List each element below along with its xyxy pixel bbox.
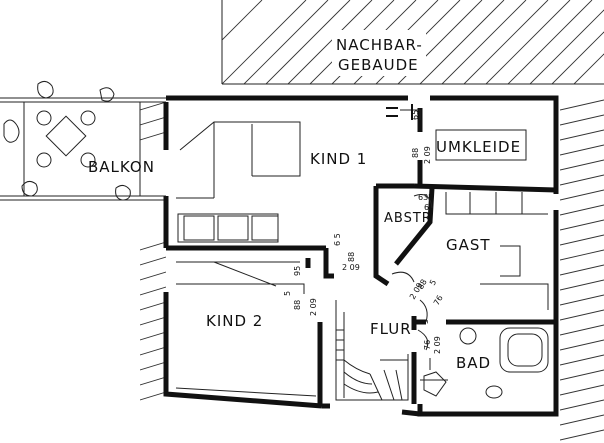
label-balkon: BALKON xyxy=(88,158,155,176)
label-flur: FLUR xyxy=(370,320,412,338)
dim-top-65: 65 xyxy=(411,110,420,120)
left-exterior-hatch xyxy=(140,101,166,401)
dim-k2-88: 88 xyxy=(347,252,356,262)
dim-k2-209b: 2 09 xyxy=(309,298,318,316)
dim-abs-5: 5 xyxy=(428,193,433,202)
dim-b-209: 2 09 xyxy=(433,336,442,354)
label-umkleide: UMKLEIDE xyxy=(436,138,521,156)
dim-top-88: 88 xyxy=(411,148,420,158)
dim-k2-5: 5 xyxy=(283,291,292,296)
room-labels: NACHBAR- GEBAUDE BALKON KIND 1 UMKLEIDE … xyxy=(88,36,521,372)
label-abstr: ABSTR xyxy=(384,211,432,226)
fixtures xyxy=(175,104,549,401)
dim-k2-65: 6 5 xyxy=(333,233,342,246)
dim-top-209: 2 09 xyxy=(423,146,432,164)
label-nachbar-1: NACHBAR- xyxy=(336,36,423,54)
dim-k2-88b: 88 xyxy=(293,300,302,310)
right-exterior-hatch xyxy=(560,99,604,441)
neighbour-building-hatch xyxy=(221,0,604,85)
balcony xyxy=(0,80,166,201)
dim-g-88: 88 xyxy=(416,278,429,291)
label-kind2: KIND 2 xyxy=(206,312,263,330)
label-nachbar-2: GEBAUDE xyxy=(338,56,419,74)
dim-abs-63: 63 xyxy=(418,193,428,202)
dim-abs-6: 6 xyxy=(424,203,429,212)
dim-g-5: 5 xyxy=(428,278,438,287)
dim-k2-209: 2 09 xyxy=(342,263,360,272)
dim-b-5: 5 xyxy=(421,319,430,324)
label-bad: BAD xyxy=(456,354,491,372)
dim-b-76: 76 xyxy=(423,340,432,350)
dim-g-76: 76 xyxy=(432,294,445,307)
dim-k2-95: 95 xyxy=(293,266,302,276)
exterior-walls xyxy=(163,95,559,417)
label-gast: GAST xyxy=(446,236,491,254)
label-kind1: KIND 1 xyxy=(310,150,367,168)
